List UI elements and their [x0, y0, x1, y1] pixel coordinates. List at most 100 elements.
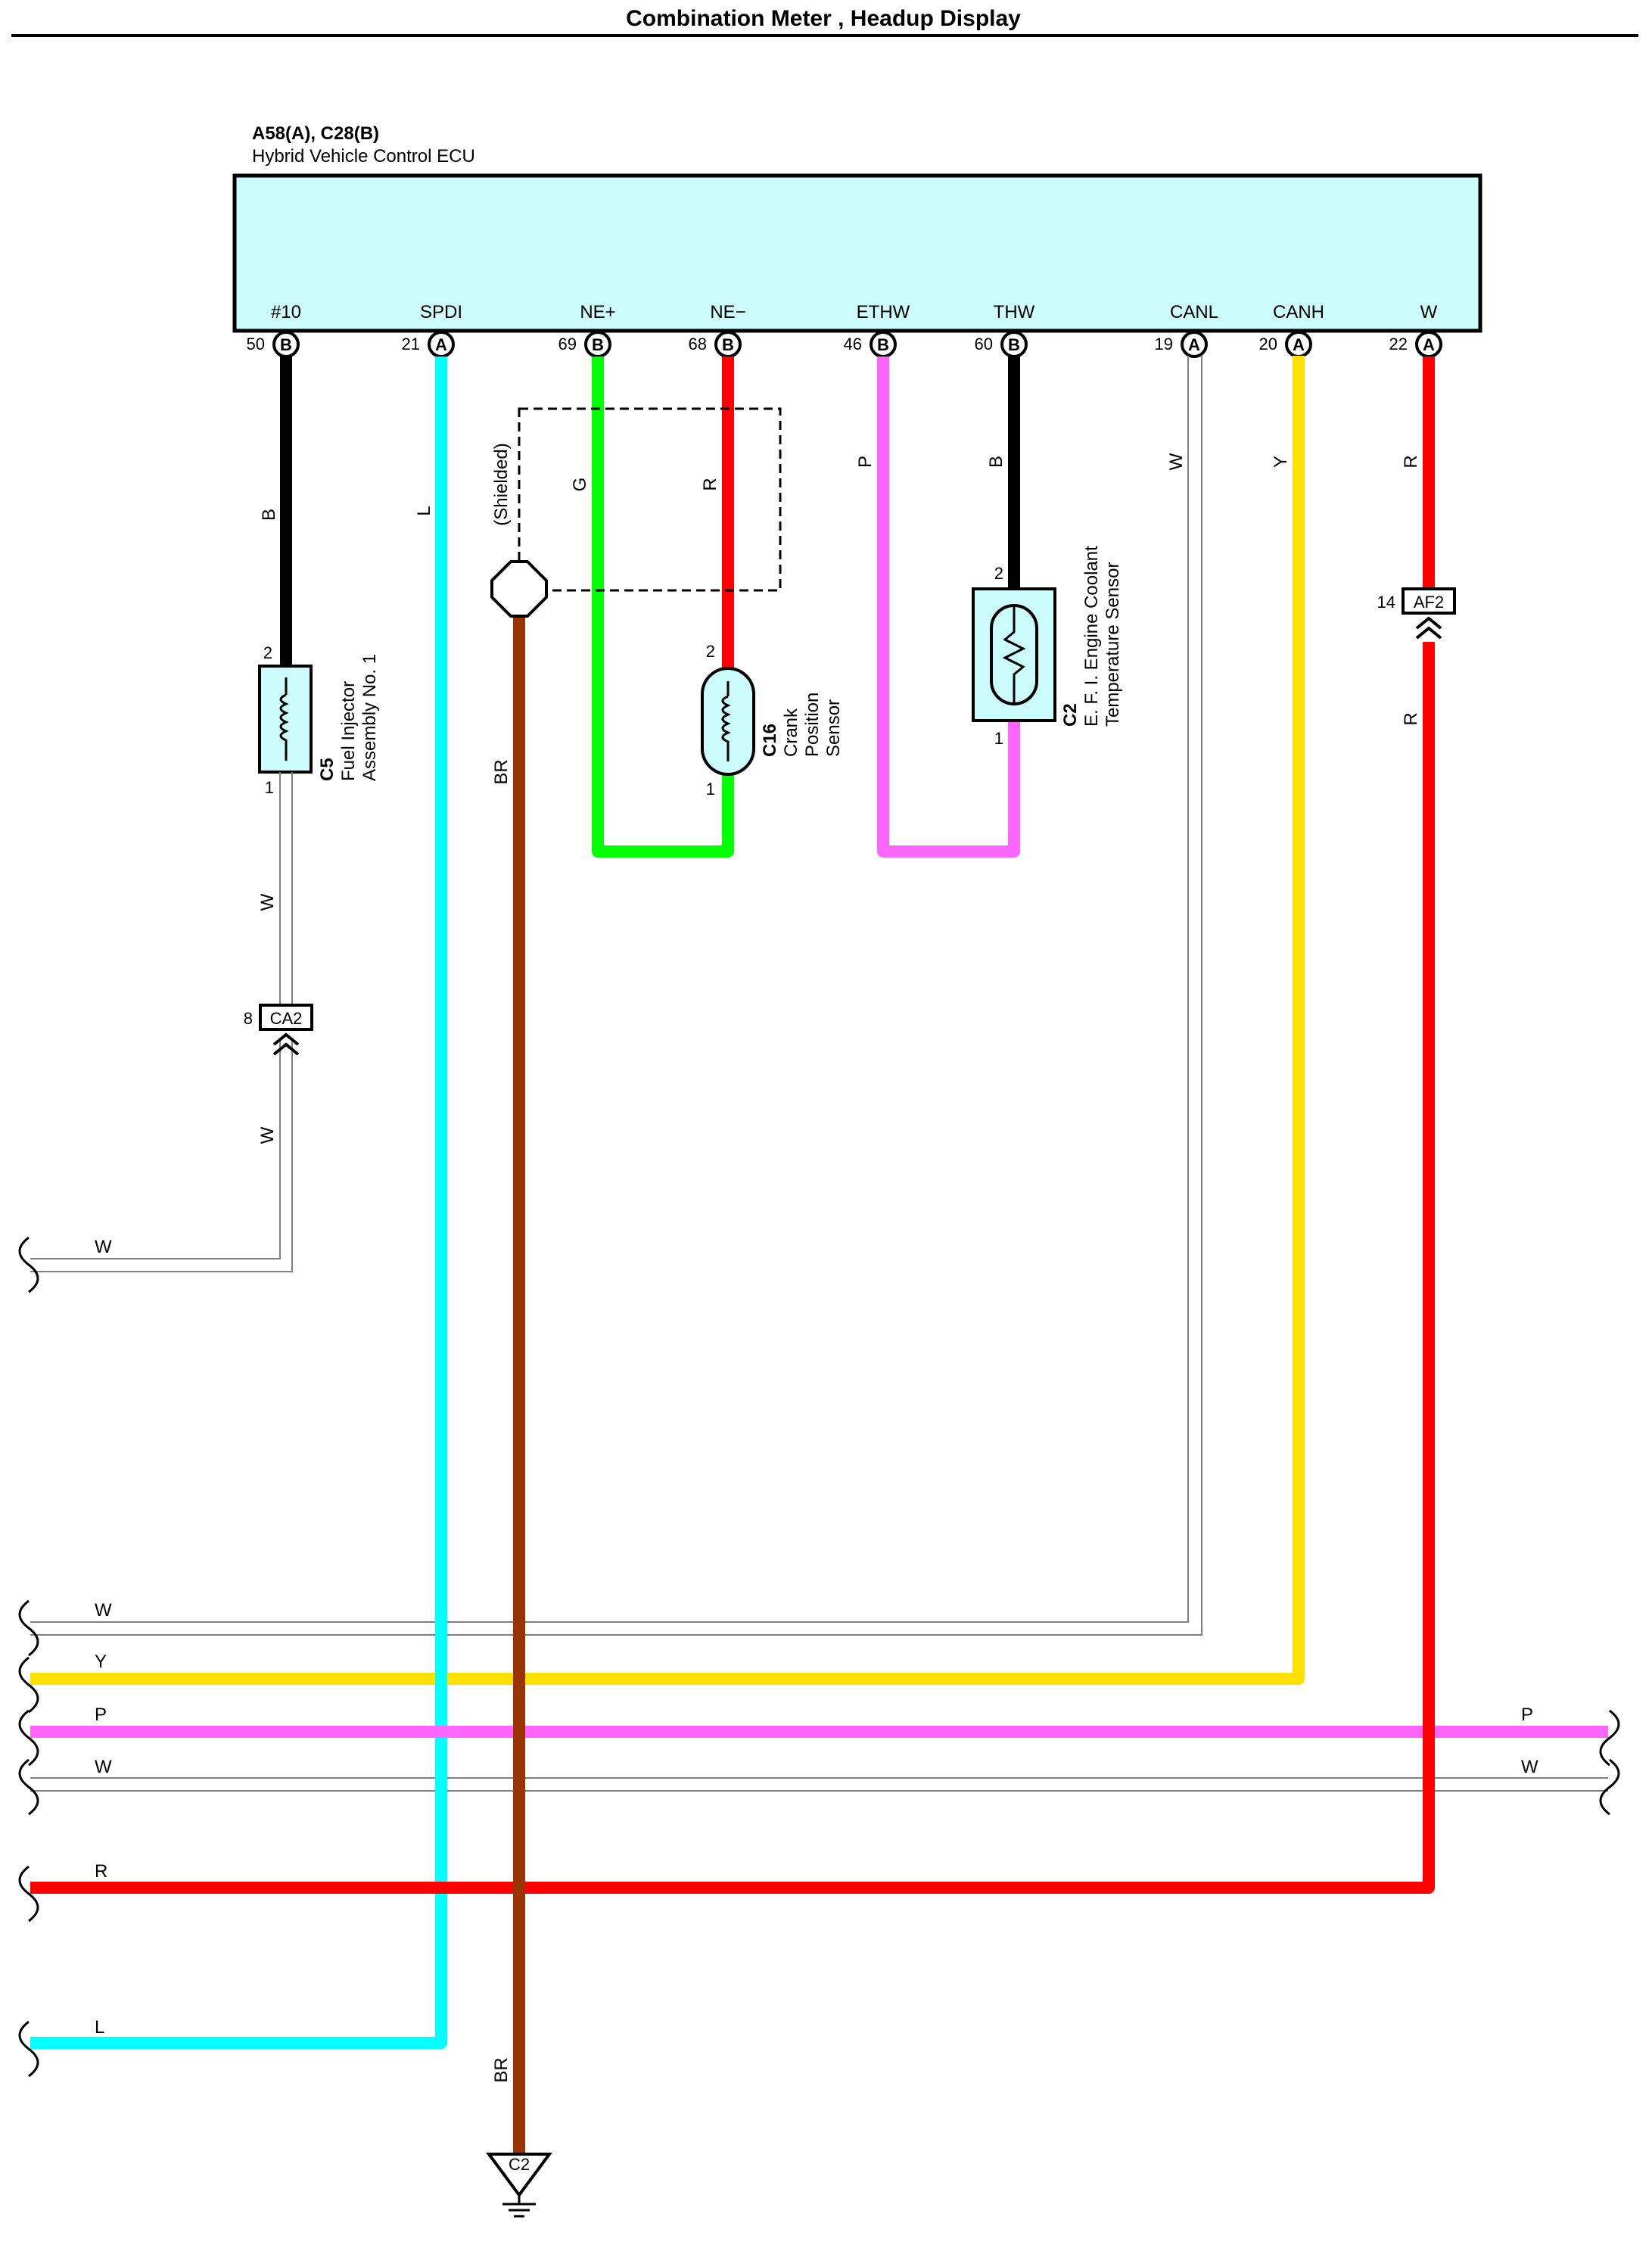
wire-label-w: W — [1166, 453, 1187, 470]
bus-label-w-right: W — [1521, 1757, 1538, 1777]
connector-letter: A — [435, 335, 447, 354]
wire-w-injector-inner[interactable] — [30, 1038, 293, 1272]
ecu-pins: 50 B 21 A 69 B 68 B 46 B 60 B 19 A 20 A … — [247, 331, 1442, 358]
ecu-box[interactable] — [232, 173, 1482, 333]
connector-af2-id: AF2 — [1414, 593, 1444, 612]
pin-number: 46 — [844, 335, 862, 353]
c16-label-line3: Sensor — [823, 699, 844, 757]
wire-y-canh[interactable] — [30, 356, 1305, 1685]
wire-label-l: L — [414, 506, 434, 515]
coil-icon — [721, 695, 731, 747]
wire-g-ne-plus[interactable] — [592, 357, 734, 858]
c5-id: C5 — [317, 758, 338, 781]
shield-splice-octagon[interactable] — [490, 560, 548, 618]
signal-label: NE− — [710, 302, 745, 322]
chevron-icon — [272, 1032, 300, 1056]
coil-icon — [279, 693, 289, 746]
wire-label-p: P — [855, 456, 876, 468]
signal-label: #10 — [271, 302, 301, 322]
c5-name-1: Fuel Injector — [338, 681, 359, 781]
signal-label: ETHW — [857, 302, 910, 322]
connector-ca2[interactable] — [259, 1004, 313, 1031]
page-title: Combination Meter , Headup Display — [626, 6, 1021, 31]
wire-w-canl-outer[interactable] — [30, 356, 1189, 1623]
bus-label-w: W — [95, 1237, 112, 1257]
bus-label-l: L — [95, 2017, 104, 2038]
pin-number: 1 — [994, 729, 1003, 748]
c2-name-1: E. F. I. Engine Coolant — [1081, 546, 1102, 727]
c2-label-line1: E. F. I. Engine Coolant — [1081, 546, 1102, 727]
c5-label-group: C5 — [317, 758, 338, 781]
wire-label-br: BR — [491, 2057, 512, 2082]
wire-label-r: R — [1401, 455, 1421, 468]
pin-number: 19 — [1155, 335, 1173, 353]
wire-l-spdi[interactable] — [30, 357, 447, 2049]
wire-label-r: R — [1401, 712, 1421, 725]
wire-break-icon — [1599, 1709, 1620, 1767]
connector-letter: A — [1293, 335, 1305, 354]
pin-number: 1 — [706, 780, 715, 799]
wire-p-ethw[interactable] — [877, 357, 1020, 858]
c5-label-line1: Fuel Injector — [338, 681, 359, 781]
wire-break-icon — [18, 1709, 39, 1767]
wire-w-canl-inner[interactable] — [30, 356, 1202, 1636]
wire-break-icon — [18, 1758, 39, 1816]
signal-label: CANL — [1170, 302, 1218, 322]
bus-label-p-right: P — [1521, 1705, 1533, 1725]
pin-number: 20 — [1259, 335, 1277, 353]
connector-letter: A — [1188, 335, 1200, 354]
signal-label: NE+ — [580, 302, 615, 322]
signal-label: SPDI — [420, 302, 462, 322]
ground-triangle[interactable] — [486, 2153, 552, 2198]
c2-id: C2 — [1060, 703, 1081, 727]
bus-label-y: Y — [95, 1652, 107, 1672]
pin-number: 2 — [994, 564, 1003, 583]
wire-break-icon — [18, 1236, 39, 1294]
pin-number: 1 — [265, 778, 274, 797]
connector-ca2-id: CA2 — [270, 1009, 303, 1028]
wire-break-icon — [18, 1599, 39, 1657]
signal-label: W — [1420, 302, 1438, 322]
wire-break-icon — [18, 2020, 39, 2078]
wire-break-icon — [18, 1865, 39, 1923]
wire-label-y: Y — [1271, 456, 1291, 468]
connector-ca2-pin: 8 — [244, 1009, 253, 1028]
pin-number: 50 — [247, 335, 265, 353]
wire-break-icon — [18, 1656, 39, 1714]
bus-label-r: R — [95, 1861, 107, 1882]
c16-name-3: Sensor — [823, 699, 844, 757]
wire-w-injector-outer[interactable] — [30, 1038, 281, 1259]
wire-r-bus[interactable] — [30, 642, 1435, 1894]
resistor-icon — [1002, 606, 1026, 704]
c5-name-2: Assembly No. 1 — [359, 654, 380, 781]
pin-number: 69 — [558, 335, 577, 353]
wire-label-g: G — [570, 478, 590, 492]
connector-letter: B — [280, 335, 292, 354]
wire-label-w: W — [257, 893, 278, 911]
c16-label-group: C16 — [760, 724, 780, 757]
signal-label: THW — [994, 302, 1035, 322]
pin-number: 21 — [402, 335, 420, 353]
c5-label-line2: Assembly No. 1 — [359, 654, 380, 781]
c2-label-line2: Temperature Sensor — [1103, 562, 1123, 727]
connector-af2[interactable] — [1402, 587, 1456, 615]
pin-number: 60 — [975, 335, 993, 353]
wire-label-w: W — [257, 1126, 278, 1144]
c16-label-line1: Crank — [781, 708, 801, 757]
crank-position-sensor-c16[interactable] — [701, 667, 755, 776]
wire-label-b: B — [986, 456, 1006, 468]
pin-number: 2 — [706, 642, 715, 661]
wire-break-icon — [1599, 1758, 1620, 1816]
c16-name-2: Position — [802, 693, 823, 757]
connector-circle[interactable] — [1181, 331, 1208, 358]
wire-label-br: BR — [491, 759, 512, 784]
ecu-ref: A58(A), C28(B) — [252, 123, 379, 144]
c16-label-line2: Position — [802, 693, 823, 757]
wire-break-icons-right — [1599, 1709, 1620, 1816]
c2-label-group: C2 — [1060, 703, 1081, 727]
wire-break-icons-left — [18, 1236, 39, 2078]
chevron-icon — [1415, 616, 1442, 640]
wire-label-r: R — [700, 478, 720, 490]
connector-letter: B — [877, 335, 889, 354]
